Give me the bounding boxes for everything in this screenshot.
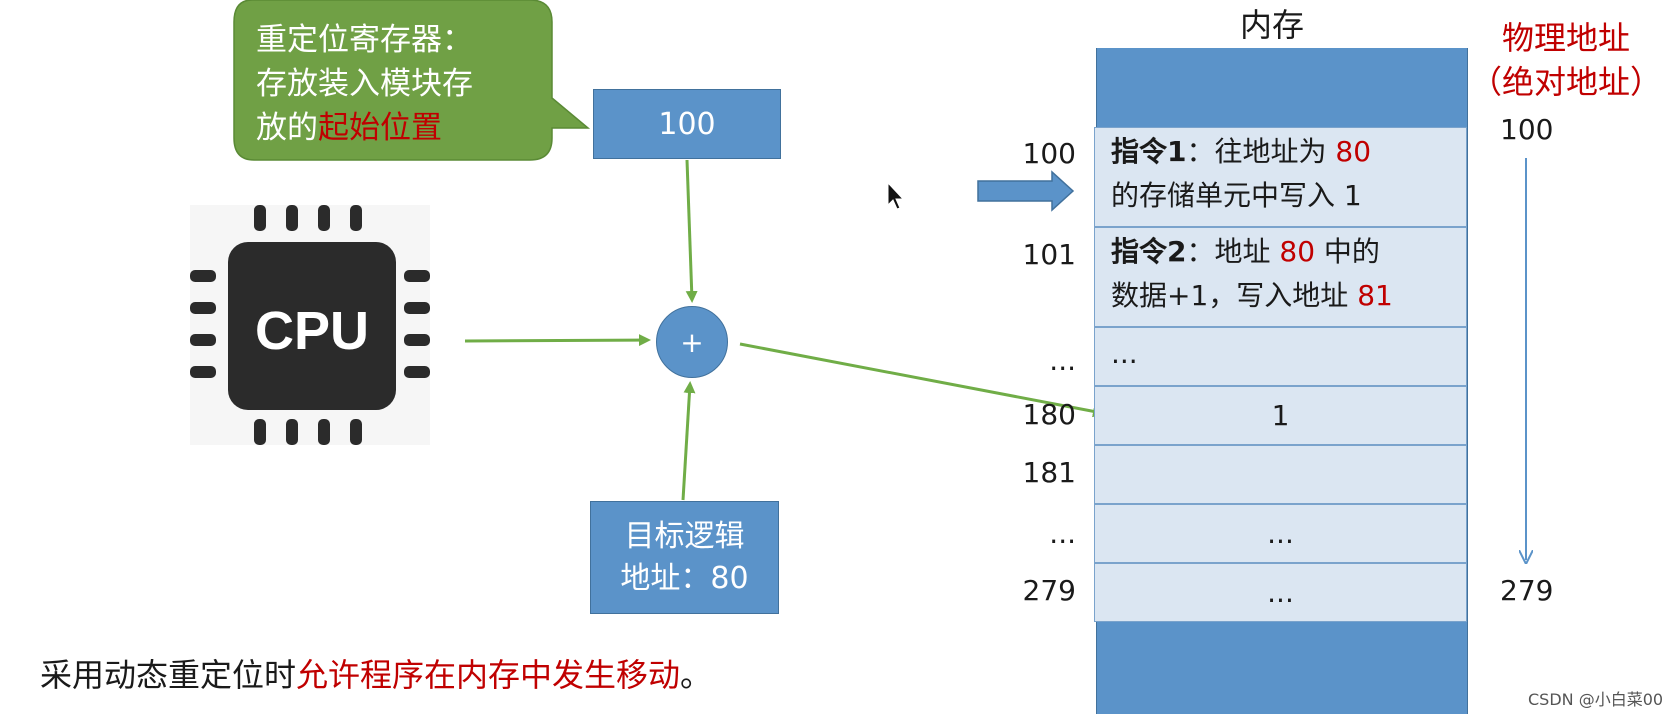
cpu-to-adder-arrow — [464, 334, 651, 347]
relocation-register: 100 — [593, 89, 781, 159]
memory-cell-180: 1 — [1094, 386, 1467, 445]
memory-address-label: ... — [1049, 344, 1076, 377]
callout-bubble — [233, 0, 591, 161]
watermark: CSDN @小白菜00 — [1528, 690, 1664, 709]
caption-highlight: 允许程序在内存中发生移动 — [296, 656, 681, 694]
mouse-cursor-icon — [887, 181, 905, 210]
physical-start-address: 100 — [1500, 113, 1554, 146]
memory-cell: 指令1：往地址为 80 的存储单元中写入 1 — [1094, 127, 1467, 227]
logical-address-box: 目标逻辑 地址：80 — [590, 501, 779, 614]
memory-cell: ... — [1094, 504, 1467, 563]
memory-address-label: 181 — [1022, 456, 1076, 489]
caption: 采用动态重定位时允许程序在内存中发生移动。 — [40, 656, 713, 694]
logical-to-adder-arrow — [681, 381, 696, 501]
callout-line-1: 重定位寄存器： — [256, 22, 473, 58]
memory-cell: 指令2：地址 80 中的 数据+1，写入地址 81 — [1094, 227, 1467, 327]
callout-line-2: 存放装入模块存 — [256, 66, 473, 102]
start-position-highlight: 起始位置 — [318, 110, 442, 146]
cpu-chip-icon — [190, 205, 430, 445]
memory-cell: ... — [1094, 327, 1467, 386]
adder-to-memory-arrow — [739, 342, 1105, 418]
physical-end-address: 279 — [1500, 574, 1554, 607]
memory-address-label: 100 — [1022, 137, 1076, 170]
logical-address-line-1: 目标逻辑 — [624, 518, 745, 554]
adder-node: + — [656, 306, 728, 378]
register-to-adder-arrow — [685, 159, 698, 303]
current-instruction-arrow — [977, 170, 1075, 212]
memory-address-label: 101 — [1022, 238, 1076, 271]
logical-address-line-2: 地址：80 — [620, 560, 749, 596]
memory-address-label: 279 — [1022, 574, 1076, 607]
cpu-label: CPU — [254, 301, 369, 361]
memory-cell — [1094, 445, 1467, 504]
memory-title: 内存 — [1240, 6, 1305, 44]
memory-address-label: 180 — [1022, 398, 1076, 431]
memory-address-label: ... — [1049, 517, 1076, 550]
physical-address-title: 物理地址 （绝对地址） — [1469, 19, 1662, 101]
callout-line-3: 放的起始位置 — [256, 110, 442, 146]
callout-text: 重定位寄存器： 存放装入模块存 放的起始位置 — [256, 18, 546, 150]
memory-cell: ... — [1094, 563, 1467, 622]
